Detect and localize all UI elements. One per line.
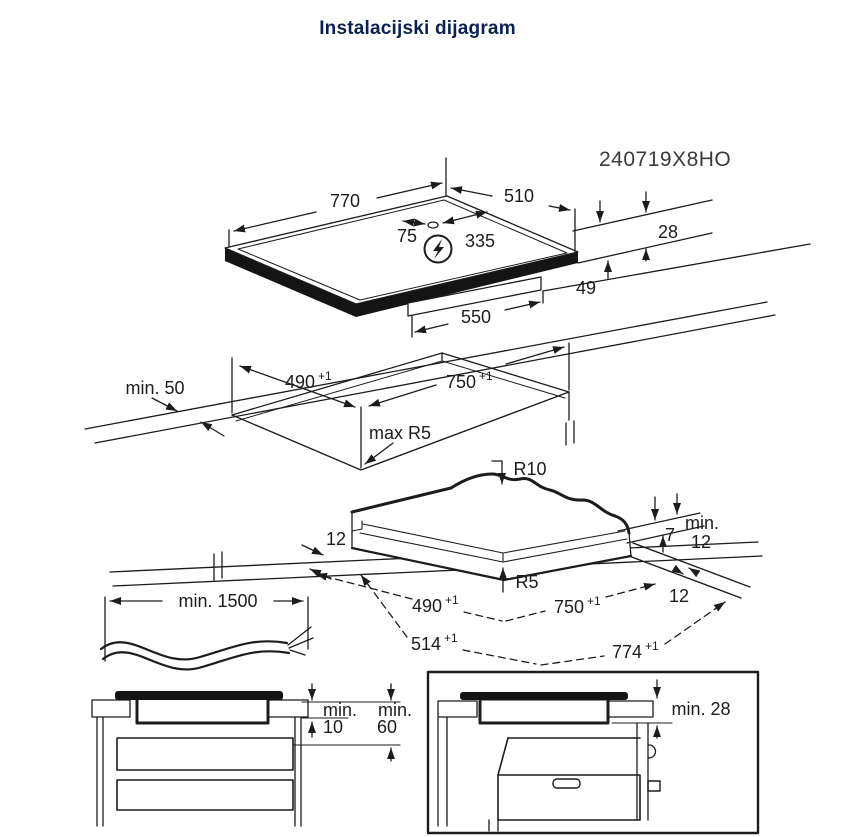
dim-edge-right: 12 bbox=[669, 586, 689, 606]
dim-gap2-label: min. bbox=[378, 700, 412, 720]
dim-inner-radius: R5 bbox=[515, 572, 538, 592]
dim-top-radius: R10 bbox=[513, 459, 546, 479]
dim-detail-cutout-depth-tol: +1 bbox=[445, 593, 459, 607]
model-number: 240719X8HO bbox=[599, 148, 731, 171]
dim-box-depth: 49 bbox=[576, 278, 596, 298]
dim-oven-gap: min. 28 bbox=[671, 699, 730, 719]
dim-outer-depth: 514 bbox=[411, 634, 441, 654]
dim-cable-length: min. 1500 bbox=[178, 591, 257, 611]
dim-edge-left: 12 bbox=[326, 529, 346, 549]
dim-hob-depth: 510 bbox=[504, 186, 534, 206]
dim-gap1-value: 10 bbox=[323, 717, 343, 737]
cutout-corner-detail bbox=[301, 460, 751, 666]
dim-outer-width: 774 bbox=[612, 642, 642, 662]
dim-detail-cutout-depth: 490 bbox=[412, 596, 442, 616]
drawer-clearance-view bbox=[91, 683, 401, 827]
power-connection-icon bbox=[423, 234, 453, 264]
power-cable-view bbox=[99, 596, 314, 671]
dim-cutout-width: 750 bbox=[446, 372, 476, 392]
dimension-labels: 770 510 75 335 28 49 550 min. 50 490 +1 … bbox=[125, 186, 730, 737]
dim-detail-cutout-width: 750 bbox=[554, 597, 584, 617]
dim-gap2-value: 60 bbox=[377, 717, 397, 737]
worktop-cutout-view bbox=[151, 342, 570, 471]
dim-cutout-width-tol: +1 bbox=[479, 369, 493, 383]
dim-gap1-label: min. bbox=[323, 700, 357, 720]
dim-box-width: 550 bbox=[461, 307, 491, 327]
dim-outer-depth-tol: +1 bbox=[444, 631, 458, 645]
dim-cutout-depth: 490 bbox=[285, 372, 315, 392]
dim-front-clearance: min. 50 bbox=[125, 378, 184, 398]
dim-step-height: 7 bbox=[665, 525, 675, 545]
page-title: Instalacijski dijagram bbox=[319, 18, 516, 39]
oven-clearance-view bbox=[426, 670, 760, 835]
dim-detail-cutout-width-tol: +1 bbox=[587, 594, 601, 608]
dim-hob-height: 28 bbox=[658, 222, 678, 242]
dim-outer-width-tol: +1 bbox=[645, 639, 659, 653]
dim-corner-radius: max R5 bbox=[369, 423, 431, 443]
dim-min-label: min. bbox=[685, 513, 719, 533]
dim-min-value: 12 bbox=[691, 532, 711, 552]
dim-hob-width: 770 bbox=[330, 191, 360, 211]
hob-top-view bbox=[224, 157, 811, 338]
dim-cutout-depth-tol: +1 bbox=[318, 369, 332, 383]
dim-connection-left: 75 bbox=[397, 226, 417, 246]
dim-connection-right: 335 bbox=[465, 231, 495, 251]
